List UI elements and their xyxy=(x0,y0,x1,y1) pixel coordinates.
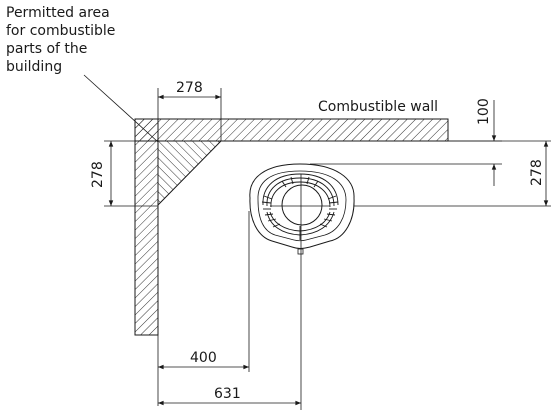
dim-stove-center-value: 631 xyxy=(214,386,241,402)
permitted-area xyxy=(157,140,223,207)
stove-grille xyxy=(261,173,339,240)
stove-foot xyxy=(297,248,304,255)
stove-body-inner xyxy=(257,170,347,242)
dim-left-height-value: 278 xyxy=(90,161,106,188)
top-wall xyxy=(134,118,449,142)
dim-stove-side: 400 xyxy=(157,211,250,406)
left-wall xyxy=(134,118,159,336)
dim-top-width-value: 278 xyxy=(176,80,203,96)
dim-left-height: 278 xyxy=(90,140,158,207)
stove-flue xyxy=(281,184,323,226)
dim-stove-center: 631 xyxy=(158,386,302,406)
callout-label: Permitted area for combustible parts of … xyxy=(6,5,120,75)
stove xyxy=(249,163,355,255)
dim-right-height: 278 xyxy=(326,140,551,207)
wall-label: Combustible wall xyxy=(318,99,438,115)
combustible-walls xyxy=(134,118,449,336)
dim-stove-side-value: 400 xyxy=(190,350,217,366)
dim-top-width: 278 xyxy=(157,80,222,141)
dim-wall-gap-value: 100 xyxy=(476,98,492,125)
dim-right-height-value: 278 xyxy=(529,159,545,186)
